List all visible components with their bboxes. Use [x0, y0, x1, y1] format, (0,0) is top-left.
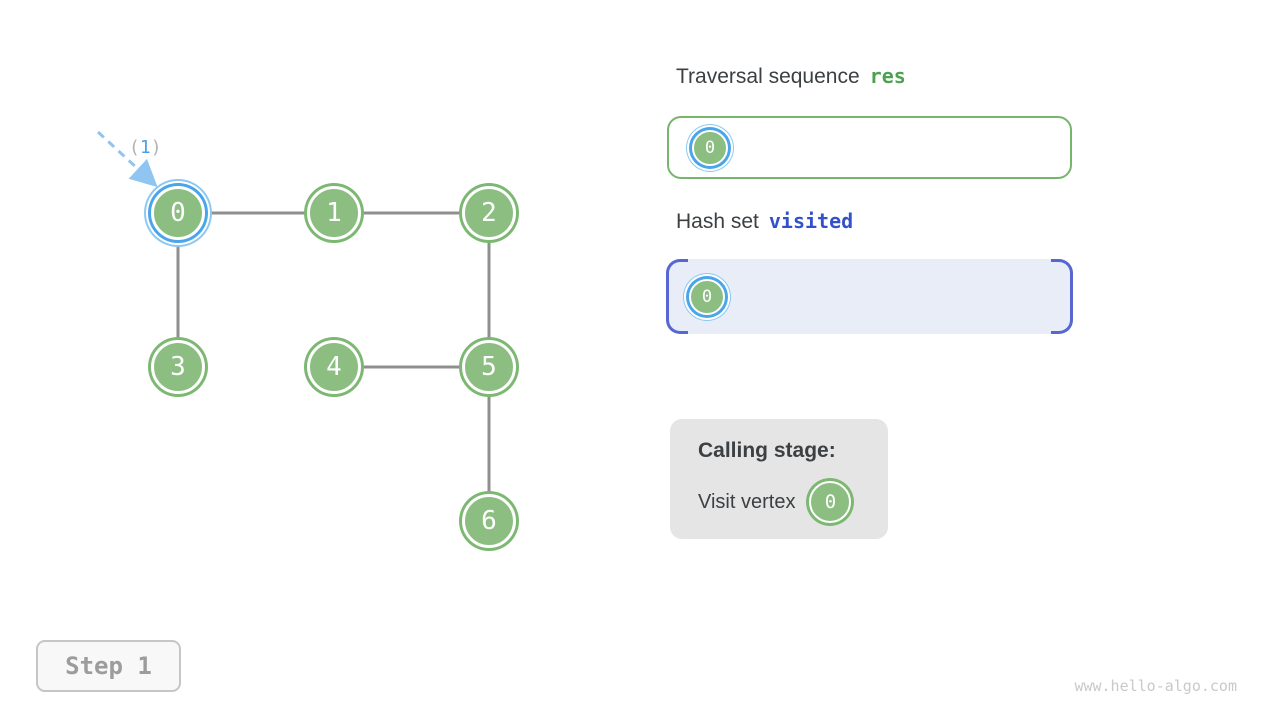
visited-variable-label: visited	[768, 209, 854, 233]
visited-item-0: 0	[689, 278, 725, 315]
traversal-sequence-title: Traversal sequence res	[676, 62, 906, 91]
graph-vertex-3: 3	[151, 340, 205, 394]
annotation-open-paren: (	[129, 137, 140, 158]
hash-set-title-text: Hash set	[676, 210, 759, 233]
calling-action-text: Visit vertex	[698, 490, 796, 513]
graph-vertex-5: 5	[462, 340, 516, 394]
res-item-0: 0	[692, 129, 728, 166]
graph-vertex-4: 4	[307, 340, 361, 394]
graph-vertex-1: 1	[307, 186, 361, 240]
annotation-close-paren: )	[150, 137, 162, 158]
calling-action-vertex: 0	[809, 481, 852, 523]
hash-set-title: Hash set visited	[676, 207, 853, 236]
calling-stage-action-row: Visit vertex 0	[698, 481, 888, 523]
visit-arrow-icon	[96, 130, 158, 188]
annotation-number: 1	[139, 137, 151, 158]
calling-stage-box: Calling stage: Visit vertex 0	[670, 419, 888, 539]
graph-vertex-0: 0	[151, 186, 205, 240]
graph-vertex-6: 6	[462, 494, 516, 548]
calling-stage-title: Calling stage:	[698, 439, 836, 462]
step-badge: Step 1	[36, 640, 181, 692]
traversal-sequence-box: 0	[667, 116, 1072, 179]
hash-set-box: 0	[666, 259, 1073, 334]
res-variable-label: res	[869, 64, 906, 88]
graph-vertex-2: 2	[462, 186, 516, 240]
visit-order-annotation: (1)	[129, 137, 162, 158]
traversal-title-text: Traversal sequence	[676, 65, 860, 88]
watermark-text: www.hello-algo.com	[1074, 677, 1237, 695]
